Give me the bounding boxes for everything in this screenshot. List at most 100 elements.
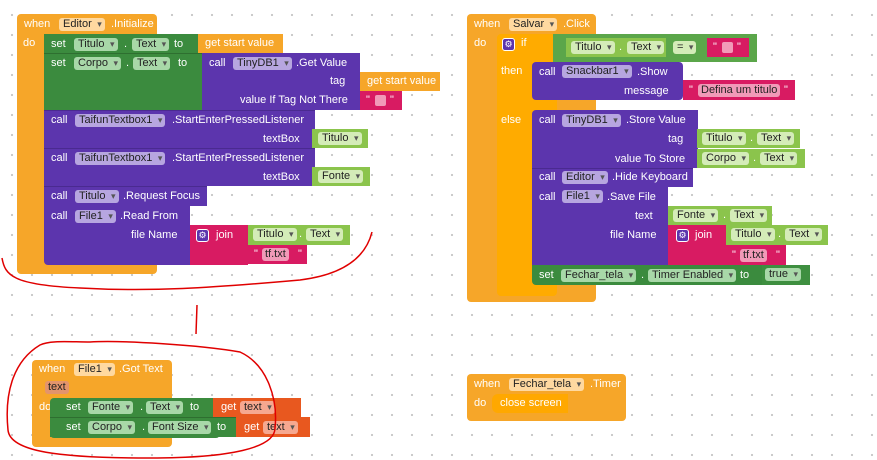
fonte-text-getter-block[interactable]: Fonte . Text — [668, 206, 772, 225]
true-boolean-block[interactable]: true — [762, 265, 810, 285]
component-dropdown[interactable]: Titulo — [702, 132, 746, 145]
property-dropdown[interactable]: Text — [730, 209, 768, 222]
string-field[interactable]: tf.txt — [740, 249, 767, 262]
operator-dropdown[interactable]: = — [673, 41, 697, 54]
empty-string-field[interactable] — [375, 95, 386, 106]
property-dropdown[interactable]: Text — [627, 41, 665, 54]
titulo-text-getter-block[interactable]: Titulo . Text — [726, 225, 828, 245]
variable-dropdown[interactable]: text — [263, 421, 298, 434]
gear-icon[interactable]: ⚙ — [502, 38, 515, 51]
join-label: join — [216, 229, 234, 241]
event-parameter[interactable]: text — [45, 381, 69, 394]
boolean-dropdown[interactable]: true — [765, 268, 801, 281]
divider — [44, 53, 202, 54]
titulo-text-getter-block[interactable]: Titulo . Text — [248, 225, 350, 245]
arg-label: file Name — [610, 229, 657, 241]
component-dropdown[interactable]: Fonte — [318, 170, 364, 183]
property-dropdown[interactable]: Font Size — [148, 421, 212, 434]
method-name: .Show — [637, 66, 668, 78]
arg-label: text — [635, 210, 653, 222]
component-dropdown[interactable]: Corpo — [702, 152, 749, 165]
empty-text-block[interactable]: "" — [360, 91, 402, 110]
quote: " — [784, 84, 788, 96]
do-label: do — [23, 37, 36, 49]
dot: . — [142, 421, 146, 433]
call-label: call — [539, 114, 556, 126]
component-dropdown[interactable]: Titulo — [318, 132, 362, 145]
dot: . — [299, 228, 303, 240]
tf-txt-text-block[interactable]: " tf.txt " — [726, 245, 786, 265]
fonte-component-block[interactable]: Fonte — [312, 167, 370, 186]
set-label: set — [51, 57, 66, 69]
property-dropdown[interactable]: Text — [757, 132, 795, 145]
event-name: .Timer — [590, 378, 621, 390]
variable-dropdown[interactable]: text — [240, 401, 275, 414]
label: get start value — [205, 37, 275, 49]
label: get start value — [367, 75, 437, 87]
arg-label: tag — [668, 133, 684, 145]
message-text-block[interactable]: " Defina um titulo " — [683, 80, 795, 100]
component-dropdown[interactable]: Editor — [562, 171, 608, 184]
empty-string-field[interactable] — [722, 42, 733, 53]
property-dropdown[interactable]: Text — [306, 228, 344, 241]
call-label: call — [539, 171, 556, 183]
component-dropdown[interactable]: Titulo — [253, 228, 297, 241]
annotation-circle — [6, 340, 277, 459]
component-dropdown[interactable]: Titulo — [74, 38, 118, 51]
call-label: call — [539, 191, 556, 203]
gear-icon[interactable]: ⚙ — [676, 229, 689, 242]
arg-label: value If Tag Not There — [240, 94, 348, 106]
titulo-text-getter-block[interactable]: Titulo . Text — [697, 129, 800, 148]
read-from-block[interactable] — [44, 206, 190, 265]
component-dropdown[interactable]: Titulo — [571, 41, 615, 54]
component-dropdown[interactable]: Salvar — [509, 18, 558, 31]
corpo-text-getter-block[interactable]: Corpo . Text — [697, 149, 805, 168]
component-dropdown[interactable]: File1 — [562, 190, 603, 203]
component-dropdown[interactable]: TaifunTextbox1 — [75, 114, 166, 127]
gear-icon[interactable]: ⚙ — [196, 229, 209, 242]
component-dropdown[interactable]: File1 — [75, 210, 116, 223]
dot: . — [140, 401, 144, 413]
method-name: .Save File — [607, 191, 656, 203]
join-label: join — [695, 229, 713, 241]
component-dropdown[interactable]: TaifunTextbox1 — [75, 152, 166, 165]
property-dropdown[interactable]: Text — [133, 57, 171, 70]
close-screen-block[interactable]: close screen — [492, 394, 568, 413]
property-dropdown[interactable]: Text — [132, 38, 170, 51]
component-dropdown[interactable]: Fechar_tela — [561, 269, 637, 282]
component-dropdown[interactable]: Titulo — [75, 190, 119, 203]
component-dropdown[interactable]: Corpo — [74, 57, 121, 70]
arg-label: tag — [330, 75, 346, 87]
get-start-value-block[interactable]: get start value — [198, 34, 283, 53]
when-label: when — [24, 18, 51, 30]
string-field[interactable]: tf.txt — [262, 248, 289, 261]
component-dropdown[interactable]: TinyDB1 — [233, 57, 292, 70]
component-dropdown[interactable]: Editor — [59, 18, 105, 31]
property-dropdown[interactable]: Text — [760, 152, 798, 165]
component-dropdown[interactable]: Snackbar1 — [562, 65, 632, 78]
empty-text-block[interactable]: "" — [707, 38, 749, 57]
component-dropdown[interactable]: Fonte — [673, 209, 719, 222]
set-label: set — [51, 38, 66, 50]
do-label: do — [474, 397, 487, 409]
component-dropdown[interactable]: Fonte — [88, 401, 134, 414]
titulo-component-block[interactable]: Titulo — [312, 129, 368, 148]
property-dropdown[interactable]: Timer Enabled — [648, 269, 737, 282]
quote: " — [366, 94, 370, 106]
property-dropdown[interactable]: Text — [146, 401, 184, 414]
component-dropdown[interactable]: File1 — [74, 363, 115, 376]
get-start-value-block[interactable]: get start value — [360, 72, 440, 91]
component-dropdown[interactable]: TinyDB1 — [562, 114, 621, 127]
component-dropdown[interactable]: Corpo — [88, 421, 135, 434]
set-label: set — [66, 401, 81, 413]
titulo-text-getter-block[interactable]: Titulo . Text — [566, 38, 666, 57]
string-field[interactable]: Defina um titulo — [698, 84, 781, 97]
component-dropdown[interactable]: Titulo — [731, 228, 775, 241]
property-dropdown[interactable]: Text — [785, 228, 823, 241]
arg-label: file Name — [131, 229, 178, 241]
component-dropdown[interactable]: Fechar_tela — [509, 378, 585, 391]
tf-txt-text-block[interactable]: " tf.txt " — [248, 245, 307, 264]
set-titulo-text-block[interactable] — [44, 34, 202, 110]
